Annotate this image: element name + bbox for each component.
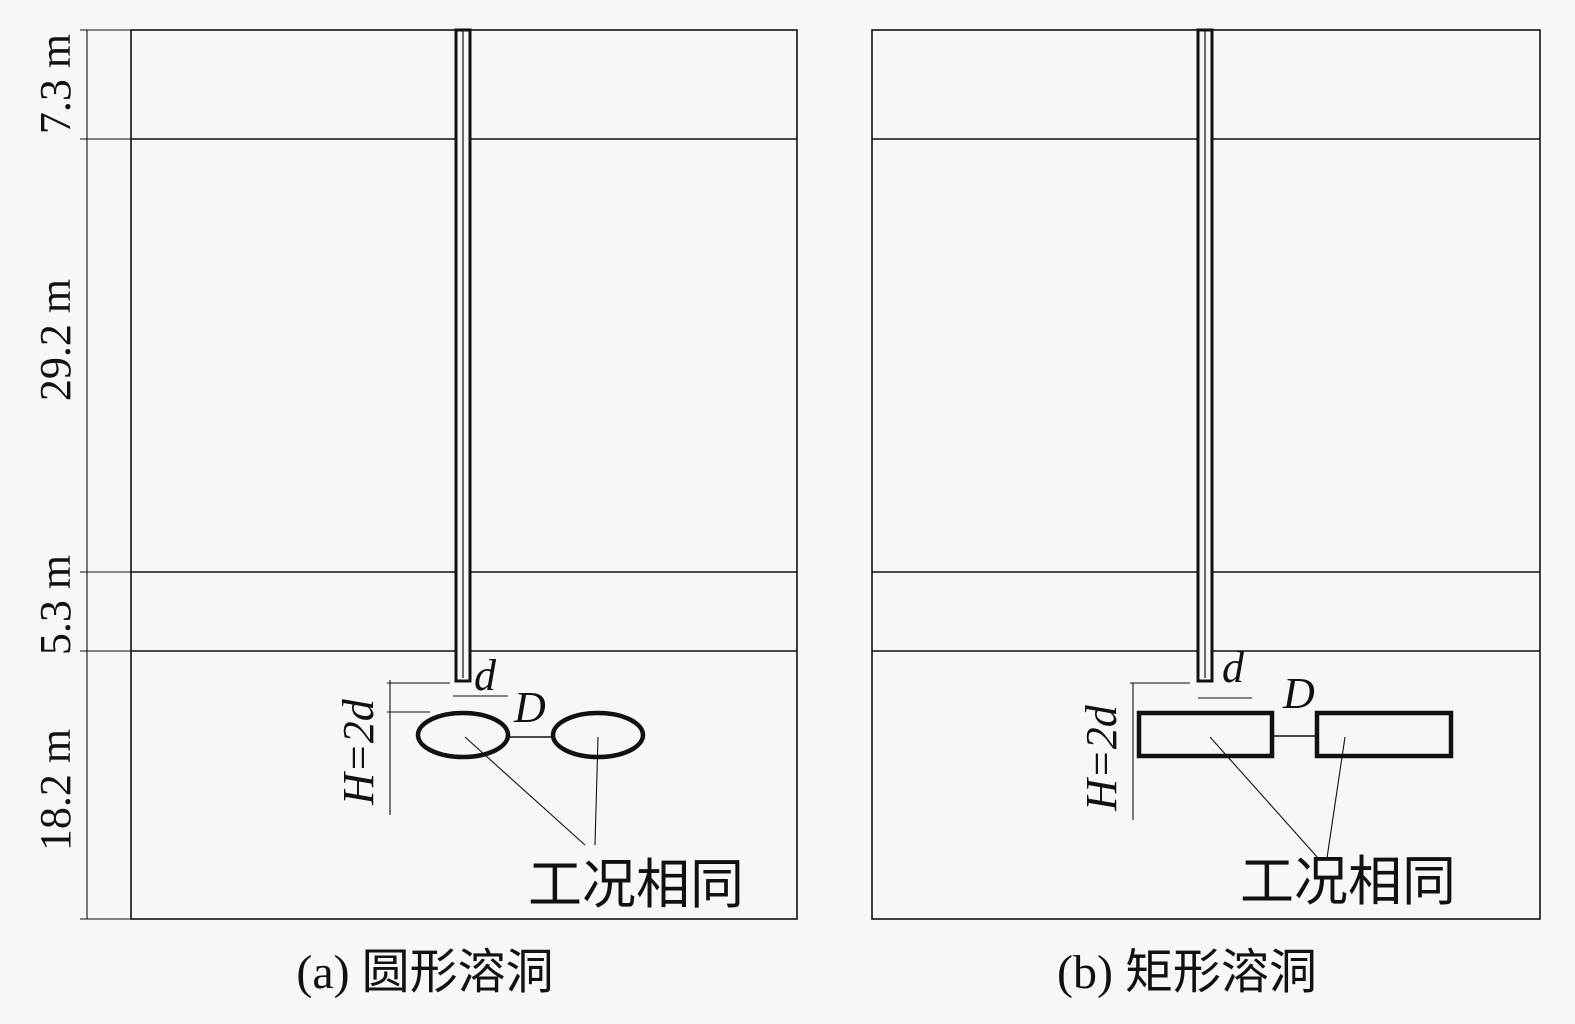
dimension-label-layer2: 29.2 m (31, 279, 80, 401)
pile-a (454, 28, 472, 683)
pile-diameter-label-a: d (474, 651, 497, 700)
leader-line (594, 736, 599, 846)
same-condition-note-a: 工况相同 (528, 855, 744, 915)
leader-line (1209, 736, 1319, 859)
dimension-label-layer3: 5.3 m (31, 555, 80, 655)
panel-a-circular-cave: d D H=2d 工况相同 (a) 圆形溶洞 (130, 28, 798, 999)
height-label-a: H=2d (334, 698, 383, 805)
circular-cave-right (550, 710, 646, 760)
rectangular-cave-left (1136, 710, 1275, 759)
dimension-label-layer4: 18.2 m (31, 729, 80, 851)
caption-b: (b) 矩形溶洞 (1057, 946, 1317, 999)
spacing-label-b: D (1282, 669, 1315, 718)
pile-diameter-label-b: d (1222, 643, 1245, 692)
panel-b-rectangular-cave: d D H=2d 工况相同 (b) 矩形溶洞 (871, 28, 1541, 999)
pile-b (1196, 28, 1214, 683)
dimension-label-layer1: 7.3 m (31, 34, 80, 134)
spacing-label-a: D (513, 683, 546, 732)
rectangular-cave-right (1314, 710, 1454, 759)
depth-dimension-line (80, 29, 131, 920)
same-condition-note-b: 工况相同 (1240, 852, 1456, 912)
height-label-b: H=2d (1077, 704, 1126, 811)
circular-cave-left (415, 710, 511, 760)
leader-line (1326, 736, 1346, 859)
leader-line (464, 736, 586, 846)
caption-a: (a) 圆形溶洞 (296, 946, 553, 999)
